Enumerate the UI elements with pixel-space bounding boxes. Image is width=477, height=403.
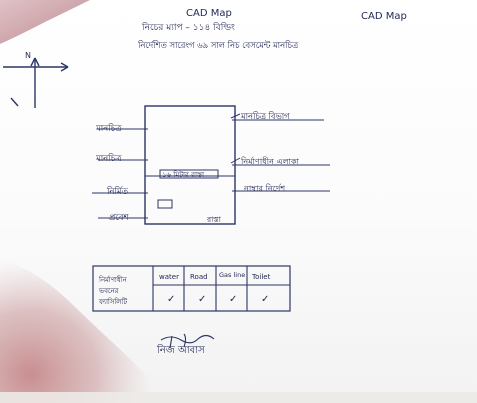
table-value-water: ✓ xyxy=(167,294,175,305)
table-value-toilet: ✓ xyxy=(261,294,269,305)
header-line-2: নির্দেশিত সারেংগ ৬৯ সাল নিচ বেসমেন্ট মান… xyxy=(137,40,298,50)
table-row-header-line-2: ভবনের xyxy=(98,287,119,295)
plan-right-label-2: নির্মাণাধীন এলাকা xyxy=(240,156,300,166)
header-line-1: নিচের ম্যাপ – ১১৪ বিল্ডিং xyxy=(141,22,235,33)
plan-bottom-right-text: রাস্তা xyxy=(206,215,222,224)
compass-label: N xyxy=(25,51,31,60)
plan-left-label-1: মানচিত্র xyxy=(95,123,122,134)
table-column-road: Road xyxy=(190,273,208,281)
table-row-header-line-3: ফ্যাসিলিটি xyxy=(98,297,127,306)
plan-right-label-1: মানচিত্র বিভাগ xyxy=(240,111,290,121)
top-left-shadow xyxy=(0,0,90,44)
table-column-gas-line: Gas line xyxy=(219,271,245,279)
table-value-road: ✓ xyxy=(198,294,206,305)
bottom-left-shadow xyxy=(0,258,152,403)
header-left-title: CAD Map xyxy=(186,8,232,19)
site-plan xyxy=(92,105,330,225)
plan-right-label-3: নাম্বার নির্দেশ xyxy=(243,183,285,193)
table-row-header-line-1: নির্মাণাধীন xyxy=(98,275,128,284)
plan-left-label-4: প্রবেশ xyxy=(109,213,129,223)
signature-name: নিজ আবাস xyxy=(156,344,205,356)
plan-left-label-2: মানচিত্র xyxy=(95,153,122,164)
header-right-title: CAD Map xyxy=(361,11,407,22)
page-bottom-edge xyxy=(0,392,477,403)
table-value-gas-line: ✓ xyxy=(229,294,237,305)
north-compass xyxy=(3,57,69,108)
facilities-table xyxy=(92,265,291,312)
signature xyxy=(160,333,215,349)
table-column-water: water xyxy=(159,273,179,281)
plan-left-label-3: নির্মিত xyxy=(106,186,129,197)
table-column-toilet: Toilet xyxy=(251,273,271,281)
plan-inside-text: ১৬ মিটার রাস্তা xyxy=(162,170,205,179)
